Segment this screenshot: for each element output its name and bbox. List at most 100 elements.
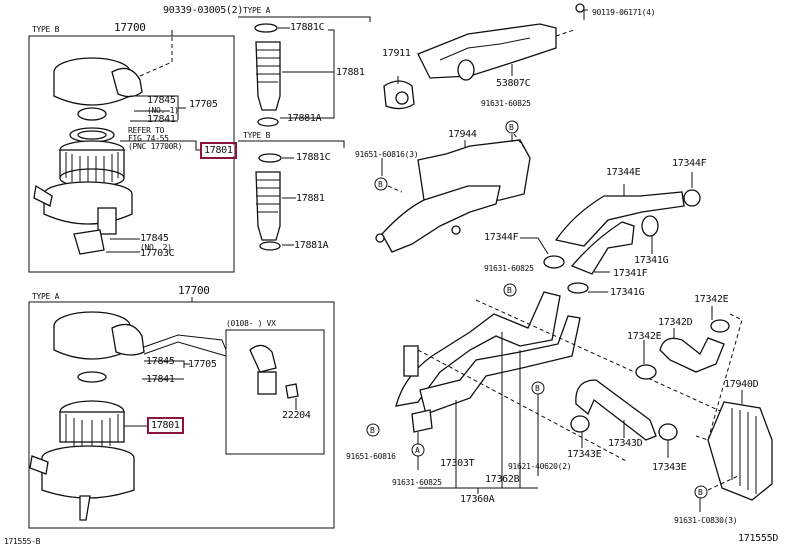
resonator-elbow: [249, 344, 299, 399]
air-intake-duct-53807c: [417, 23, 557, 81]
figure-id-left: 171555-B: [4, 537, 41, 546]
hose-type-b: [255, 153, 282, 251]
clamp-17343e-right: [658, 423, 678, 441]
part-91651-60816[interactable]: 91651-60816: [346, 452, 396, 461]
refer-note-1: REFER TO: [128, 126, 165, 135]
part-17801-type-b-highlighted[interactable]: 17801: [200, 142, 237, 159]
part-17841-type-a[interactable]: 17841: [146, 374, 175, 385]
part-17344e[interactable]: 17344E: [606, 167, 641, 178]
part-17841[interactable]: 17841: [147, 114, 176, 125]
part-22204[interactable]: 22204: [282, 410, 311, 421]
part-17801-type-a-highlighted[interactable]: 17801: [147, 417, 184, 434]
refer-note-3: (PNC 17700R): [128, 142, 183, 151]
part-17881c-type-b[interactable]: 17881C: [296, 152, 331, 163]
clamp-17342e-left: [635, 364, 657, 380]
bracket-17944: [375, 139, 531, 253]
part-17845[interactable]: 17845: [147, 95, 176, 106]
part-17881-type-a[interactable]: 17881: [336, 67, 365, 78]
part-17705[interactable]: 17705: [189, 99, 218, 110]
air-cleaner-cap-type-b: [53, 57, 143, 121]
bubble-b-lower-mid: [531, 381, 545, 395]
hose-17343d: [575, 379, 657, 441]
part-91651-60816-3[interactable]: 91651-60816(3): [355, 150, 419, 159]
part-17940d[interactable]: 17940D: [724, 379, 759, 390]
part-17303t[interactable]: 17303T: [440, 458, 475, 469]
hose-17344e: [554, 191, 685, 247]
hose-type-b-title: TYPE B: [243, 131, 271, 140]
air-filter-element-type-b: [59, 140, 125, 188]
air-cleaner-case-type-a: [29, 445, 135, 521]
hose-17341f: [570, 221, 635, 275]
vx-inset-title: (0108- ) VX: [226, 319, 276, 328]
part-17944[interactable]: 17944: [448, 129, 477, 140]
part-17360a[interactable]: 17360A: [460, 494, 495, 505]
clamp-17341g-lower: [567, 282, 589, 294]
part-17341f[interactable]: 17341F: [613, 268, 648, 279]
air-cleaner-cap-type-a: [53, 311, 145, 383]
part-17344f-lower[interactable]: 17344F: [484, 232, 519, 243]
part-17343e-left[interactable]: 17343E: [567, 449, 602, 460]
part-17703c[interactable]: 17703C: [140, 248, 175, 259]
part-91631-60825-mid[interactable]: 91631-60825: [484, 264, 534, 273]
label-no1: (NO. 1): [147, 106, 179, 115]
part-91631-60825-bottom[interactable]: 91631-60825: [392, 478, 442, 487]
clamp-17341g-upper: [641, 215, 659, 237]
part-17700-type-b[interactable]: 17700: [114, 21, 146, 34]
part-53807c[interactable]: 53807C: [496, 78, 531, 89]
part-17343d[interactable]: 17343D: [608, 438, 643, 449]
part-17881a-type-b[interactable]: 17881A: [294, 240, 329, 251]
clamp-17343e-left: [570, 415, 590, 433]
bubble-letter: B: [378, 180, 383, 189]
bubble-letter: B: [535, 384, 540, 393]
vx-inset-frame: [225, 329, 325, 455]
hose-17342d: [659, 337, 725, 373]
hose-type-a-title: TYPE A: [243, 6, 271, 15]
bubble-a: [411, 443, 425, 457]
part-17700-type-a[interactable]: 17700: [178, 284, 210, 297]
part-17911[interactable]: 17911: [382, 48, 411, 59]
air-filter-element-type-a: [59, 400, 125, 448]
part-91631-60825-top[interactable]: 91631-60825: [481, 99, 531, 108]
part-17845-type-a[interactable]: 17845: [146, 356, 175, 367]
clamp-17344f-lower: [543, 255, 565, 269]
figure-id-right: 171555D: [738, 533, 779, 544]
part-90339-03005[interactable]: 90339-03005(2): [163, 5, 244, 16]
part-17342e-right[interactable]: 17342E: [694, 294, 729, 305]
hose-type-a: [254, 23, 281, 127]
bubble-letter: B: [370, 426, 375, 435]
bubble-b-top: [505, 120, 519, 134]
resonator-17940d: [707, 401, 773, 501]
refer-note-2: FIG 74-55: [128, 134, 169, 143]
intake-nozzle-17911: [383, 80, 415, 110]
type-a-title: TYPE A: [32, 292, 60, 301]
clamp-17344f-upper: [683, 189, 701, 207]
bubble-b-lower-right: [694, 485, 708, 499]
part-17881a-type-a[interactable]: 17881A: [287, 113, 322, 124]
bubble-b-mid: [503, 283, 517, 297]
part-17344f-upper[interactable]: 17344F: [672, 158, 707, 169]
bubble-letter: B: [507, 286, 512, 295]
air-cleaner-case-type-b: [33, 181, 133, 255]
bubble-letter: B: [698, 488, 703, 497]
type-b-title: TYPE B: [32, 25, 60, 34]
part-17881-type-b[interactable]: 17881: [296, 193, 325, 204]
part-91621-40620[interactable]: 91621-40620(2): [508, 462, 572, 471]
part-17342d[interactable]: 17342D: [658, 317, 693, 328]
part-17845-no2[interactable]: 17845: [140, 233, 169, 244]
part-17705-type-a[interactable]: 17705: [188, 359, 217, 370]
type-b-frame: [28, 35, 235, 273]
bubble-letter: B: [509, 123, 514, 132]
part-17342e-left[interactable]: 17342E: [627, 331, 662, 342]
part-17343e-right[interactable]: 17343E: [652, 462, 687, 473]
part-17881c-type-a[interactable]: 17881C: [290, 22, 325, 33]
label-no2: (NO. 2): [140, 243, 172, 252]
part-90119-06171[interactable]: 90119-06171(4): [592, 8, 656, 17]
part-17341g-lower[interactable]: 17341G: [610, 287, 645, 298]
clamp-17342e-right: [710, 319, 730, 333]
intake-pipe-17303t: [395, 291, 581, 433]
bubble-b-lower-left: [366, 423, 380, 437]
part-91631-c0830[interactable]: 91631-C0830(3): [674, 516, 738, 525]
part-17362b[interactable]: 17362B: [485, 474, 520, 485]
part-17341g-upper[interactable]: 17341G: [634, 255, 669, 266]
